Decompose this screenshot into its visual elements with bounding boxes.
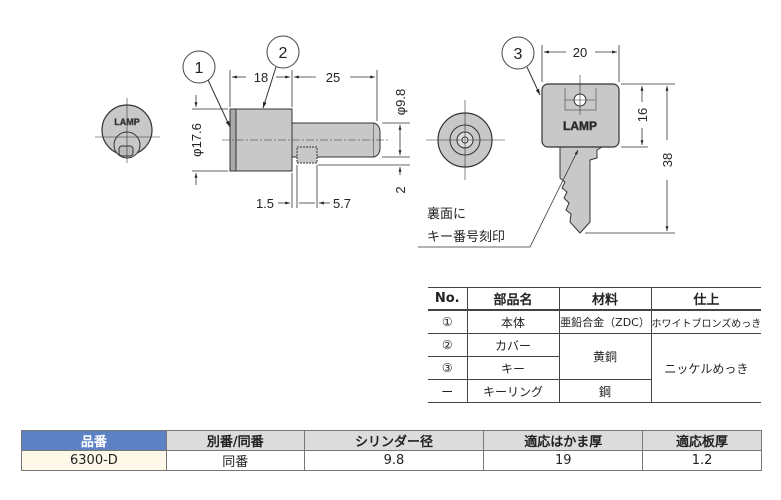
key-brand-logo: LAMP xyxy=(563,119,597,133)
spec-part-number: 6300-D xyxy=(21,450,167,471)
part-name: 本体 xyxy=(466,309,560,334)
dim-shaft-diameter: φ9.8 xyxy=(393,89,408,116)
cylinder-front-view: LAMP xyxy=(95,98,160,163)
table-row: ① 本体 亜鉛合金（ZDC） ホワイトブロンズめっき xyxy=(428,309,762,334)
spec-panel-thickness: 1.2 xyxy=(642,450,762,471)
dim-key-head: 16 xyxy=(635,108,650,122)
dim-body-diameter: φ17.6 xyxy=(189,123,204,157)
dim-key-width: 20 xyxy=(573,45,587,60)
spec-header-part-number: 品番 xyxy=(21,430,167,451)
svg-text:1: 1 xyxy=(195,60,204,77)
table-row: ③ キー xyxy=(428,356,761,380)
part-name: キーリング xyxy=(466,379,560,403)
spec-alt: 同番 xyxy=(165,450,305,471)
cylinder-side-view xyxy=(222,108,390,172)
spec-header-alt: 別番/同番 xyxy=(165,430,305,451)
part-material: 黄銅 xyxy=(558,333,652,380)
parts-header-material: 材料 xyxy=(558,287,652,311)
dim-key-length: 38 xyxy=(660,153,675,167)
parts-table: No. 部品名 材料 仕上 ① 本体 亜鉛合金（ZDC） ホワイトブロンズめっき… xyxy=(428,287,762,403)
parts-header-name: 部品名 xyxy=(466,287,560,311)
dim-body-length: 18 xyxy=(254,70,268,85)
spec-collar-thickness: 19 xyxy=(483,450,644,471)
parts-header-finish: 仕上 xyxy=(650,287,762,311)
part-no: ① xyxy=(428,309,468,334)
table-row: ② カバー 黄銅 ニッケルめっき xyxy=(428,333,762,403)
part-no: ② xyxy=(428,333,468,357)
callout-2: 2 xyxy=(262,35,300,109)
key-note-line2: キー番号刻印 xyxy=(427,229,505,244)
dim-slot-depth: 2 xyxy=(393,186,408,193)
part-no: ③ xyxy=(428,356,468,380)
svg-text:3: 3 xyxy=(514,46,523,63)
spec-cylinder-dia: 9.8 xyxy=(303,450,485,471)
technical-drawing: LAMP 1 2 18 25 φ17.6 φ9.8 2 1.5 5.7 xyxy=(95,35,675,248)
key-drawing: LAMP xyxy=(541,75,620,234)
callout-3: 3 xyxy=(501,36,541,96)
part-name: キー xyxy=(466,356,559,380)
part-finish: ニッケルめっき xyxy=(650,333,762,403)
spec-header-collar-thickness: 適応はかま厚 xyxy=(483,430,644,451)
table-row: 6300-D 同番 9.8 19 1.2 xyxy=(21,450,762,471)
part-material: 亜鉛合金（ZDC） xyxy=(558,309,652,334)
spec-header-cylinder-dia: シリンダー径 xyxy=(303,430,485,451)
table-row: ー キーリング 鋼 xyxy=(428,379,761,403)
part-name: カバー xyxy=(466,333,560,357)
callout-1: 1 xyxy=(182,50,231,128)
part-no: ー xyxy=(428,379,468,403)
spec-header-panel-thickness: 適応板厚 xyxy=(642,430,762,451)
key-note-line1: 裏面に xyxy=(427,206,466,221)
part-material: 鋼 xyxy=(558,379,651,403)
spec-table: 品番 別番/同番 シリンダー径 適応はかま厚 適応板厚 6300-D 同番 9.… xyxy=(21,430,762,471)
part-finish: ホワイトブロンズめっき xyxy=(650,309,762,334)
dim-slot-width: 5.7 xyxy=(333,196,351,211)
parts-header-no: No. xyxy=(428,287,468,311)
svg-text:2: 2 xyxy=(279,45,288,62)
cylinder-keyhole-view xyxy=(426,100,505,180)
dim-flange: 1.5 xyxy=(256,196,274,211)
dim-shaft-length: 25 xyxy=(326,70,340,85)
